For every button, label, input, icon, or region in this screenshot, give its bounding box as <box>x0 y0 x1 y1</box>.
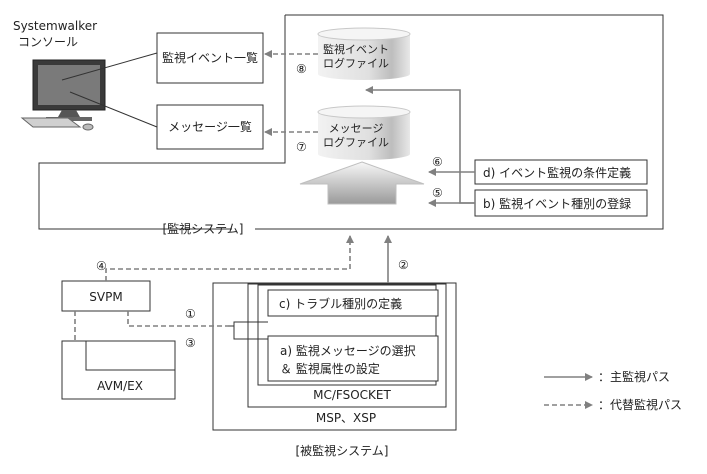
mc-fsocket-label: MC/FSOCKET <box>313 388 391 402</box>
svpm-box <box>61 280 151 312</box>
msp-xsp-label: MSP、XSP <box>316 411 376 425</box>
alt-path-1 <box>127 311 228 327</box>
box-d-event-condition <box>474 159 648 185</box>
box-b-label: b) 監視イベント種別の登録 <box>483 196 631 211</box>
big-upward-arrow <box>299 161 425 205</box>
box-c-trouble-type <box>267 289 439 317</box>
marker-8: ⑧ <box>296 62 307 76</box>
monitoring-system-frame <box>38 14 664 230</box>
console-to-event-list-line <box>61 52 158 81</box>
marker-6: ⑥ <box>432 155 443 169</box>
box-c-label: c) トラブル種別の定義 <box>279 296 402 311</box>
legend-alt-path-label: ：代替監視パス <box>598 397 682 412</box>
monitored-event-list-box <box>156 32 264 84</box>
event-log-cylinder <box>317 27 411 80</box>
marker-2: ② <box>398 258 409 272</box>
avm-ex-label: AVM/EX <box>97 379 143 393</box>
message-log-cylinder <box>317 105 411 160</box>
mc-fsocket-frame <box>257 284 437 386</box>
msp-xsp-frame <box>247 283 447 408</box>
box-a-label-line2: ＆ 監視属性の設定 <box>280 361 380 376</box>
console-pc-icon <box>20 59 106 131</box>
event-log-label-line2: ログファイル <box>323 56 389 70</box>
connector-bracket <box>233 321 268 340</box>
monitored-system-label: [被監視システム] <box>295 443 388 458</box>
marker-1: ① <box>185 307 196 321</box>
legend-main-path-label: ：主監視パス <box>598 369 670 384</box>
marker-5: ⑤ <box>432 186 443 200</box>
alt-path-4-arrow <box>105 235 354 281</box>
marker-3: ③ <box>185 336 196 350</box>
monitored-event-list-label: 監視イベント一覧 <box>162 50 258 65</box>
event-log-label-line1: 監視イベント <box>323 42 389 56</box>
marker-4: ④ <box>96 259 107 273</box>
message-list-label: メッセージ一覧 <box>168 120 252 134</box>
marker-7: ⑦ <box>296 140 307 154</box>
message-log-label-line1: メッセージ <box>329 122 384 135</box>
svpm-label: SVPM <box>89 290 122 304</box>
message-list-box <box>156 104 264 150</box>
monitoring-system-label: [監視システム] <box>162 221 243 236</box>
monitored-system-frame <box>212 282 457 431</box>
box-a-message-selection <box>267 335 439 382</box>
box-d-label: d) イベント監視の条件定義 <box>483 165 631 180</box>
console-label-line2: コンソール <box>18 35 78 49</box>
console-label-line1: Systemwalker <box>13 19 97 33</box>
message-log-label-line2: ログファイル <box>323 135 389 149</box>
console-to-message-list-line <box>69 91 158 128</box>
box-a-label-line1: a) 監視メッセージの選択 <box>280 343 416 358</box>
avm-ex-inner-frame <box>85 341 175 371</box>
